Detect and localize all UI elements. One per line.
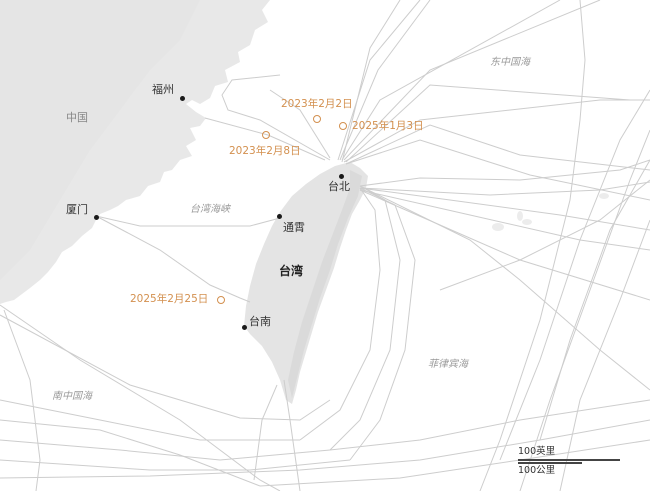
island-label-taiwan: 台湾 [279, 264, 304, 278]
event-label-2023-02-08: 2023年2月8日 [229, 145, 301, 157]
event-marker-2025-02-25[interactable] [217, 296, 225, 304]
city-label-fuzhou: 福州 [152, 83, 174, 96]
city-label-tainan: 台南 [249, 315, 271, 328]
scale-label-miles: 100英里 [518, 446, 556, 457]
scale-bar-km [518, 462, 582, 464]
event-label-2023-02-02: 2023年2月2日 [281, 98, 353, 110]
region-label-china: 中国 [66, 111, 88, 124]
city-label-tongxiao: 通霄 [283, 221, 305, 234]
city-dot-taipei [339, 174, 344, 179]
event-marker-2025-01-03[interactable] [339, 122, 347, 130]
scale-bar-miles [518, 459, 620, 461]
city-label-taipei: 台北 [328, 180, 350, 193]
city-dot-tainan [242, 325, 247, 330]
city-label-xiamen: 厦门 [66, 203, 88, 216]
event-label-2025-02-25: 2025年2月25日 [130, 293, 209, 305]
event-label-2025-01-03: 2025年1月3日 [352, 120, 424, 132]
city-dot-tongxiao [277, 214, 282, 219]
event-marker-2023-02-02[interactable] [313, 115, 321, 123]
city-dot-xiamen [94, 215, 99, 220]
event-marker-2023-02-08[interactable] [262, 131, 270, 139]
scale-label-km: 100公里 [518, 465, 556, 476]
city-dot-fuzhou [180, 96, 185, 101]
sea-label-east-china-sea: 东中国海 [490, 57, 530, 68]
sea-label-south-china-sea: 南中国海 [52, 391, 92, 402]
sea-label-philippine-sea: 菲律宾海 [428, 359, 468, 370]
taiwan-island [244, 162, 368, 404]
sea-label-taiwan-strait: 台湾海峡 [190, 204, 230, 215]
